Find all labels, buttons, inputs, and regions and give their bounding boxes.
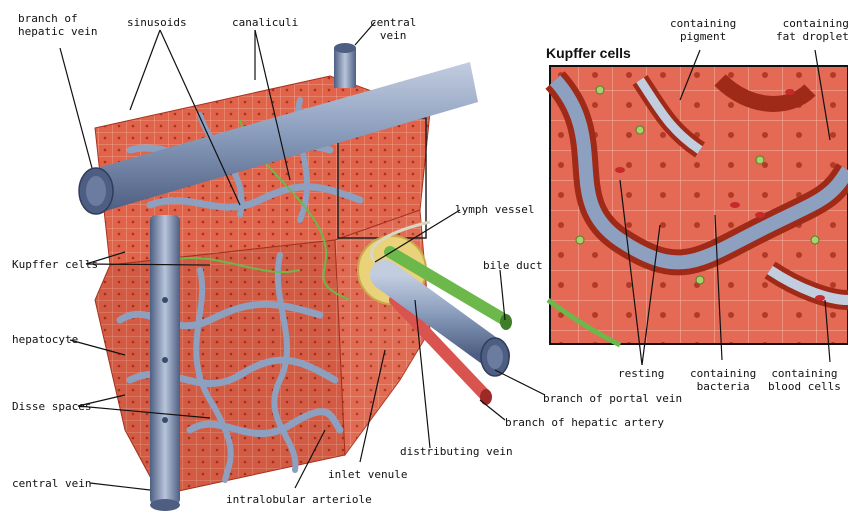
label-central-vein-top: central vein: [370, 16, 416, 42]
label-branch-hepatic-vein: branch of hepatic vein: [18, 12, 97, 38]
label-intralobular-arteriole: intralobular arteriole: [226, 493, 372, 506]
label-disse-spaces: Disse spaces: [12, 400, 91, 413]
label-canaliculi: canaliculi: [232, 16, 298, 29]
label-inlet-venule: inlet venule: [328, 468, 407, 481]
label-hepatocyte: hepatocyte: [12, 333, 78, 346]
label-central-vein-bottom: central vein: [12, 477, 91, 490]
kupffer-inset: [548, 66, 848, 345]
label-kupffer-cells: Kupffer cells: [12, 258, 98, 271]
label-bile-duct: bile duct: [483, 259, 543, 272]
label-lymph-vessel: lymph vessel: [455, 203, 534, 216]
label-containing-bacteria: containing bacteria: [690, 367, 756, 393]
label-branch-portal-vein: branch of portal vein: [543, 392, 682, 405]
label-resting: resting: [618, 367, 664, 380]
label-sinusoids: sinusoids: [127, 16, 187, 29]
label-distributing-vein: distributing vein: [400, 445, 513, 458]
label-branch-hepatic-artery: branch of hepatic artery: [505, 416, 664, 429]
inset-title: Kupffer cells: [546, 45, 631, 61]
label-containing-fat: containing fat droplets: [776, 17, 848, 43]
label-containing-blood: containing blood cells: [768, 367, 841, 393]
label-containing-pigment: containing pigment: [670, 17, 736, 43]
central-vein-vertical: [150, 215, 180, 511]
